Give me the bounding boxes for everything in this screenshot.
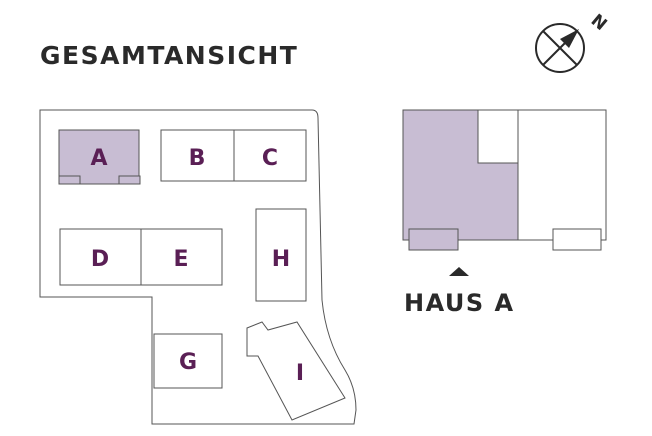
detail-plan: HAUS A — [402, 109, 607, 317]
compass-north-label: N — [587, 11, 612, 36]
page-title: GESAMTANSICHT — [40, 41, 298, 70]
compass-icon: N — [535, 11, 612, 73]
house-e-label: E — [173, 247, 188, 272]
detail-annex-selected — [408, 228, 459, 251]
house-i[interactable]: I — [246, 321, 346, 421]
house-g-shape — [153, 333, 223, 389]
house-d-label: D — [91, 247, 109, 272]
house-b-shape — [160, 129, 235, 182]
detail-label: HAUS A — [404, 289, 515, 317]
house-b[interactable]: B — [160, 129, 235, 182]
house-d[interactable]: D — [59, 228, 142, 286]
triangle-up-icon — [449, 267, 469, 276]
house-a[interactable]: A — [58, 129, 141, 185]
site-boundary — [39, 109, 357, 425]
house-e-shape — [140, 228, 223, 286]
house-a-annex-right — [118, 175, 141, 185]
house-i-shape — [246, 321, 346, 421]
house-a-shape — [58, 129, 140, 185]
house-g-label: G — [179, 350, 197, 375]
house-c-shape — [233, 129, 307, 182]
house-h-shape — [255, 208, 307, 302]
house-e[interactable]: E — [140, 228, 223, 286]
house-i-label: I — [296, 361, 304, 386]
house-h-label: H — [272, 247, 290, 272]
house-g[interactable]: G — [153, 333, 223, 389]
house-a-label: A — [90, 146, 107, 171]
house-b-label: B — [189, 146, 206, 171]
house-a-annex-left — [58, 175, 81, 185]
house-c-label: C — [262, 146, 278, 171]
house-h[interactable]: H — [255, 208, 307, 302]
house-c[interactable]: C — [233, 129, 307, 182]
detail-annex — [552, 228, 602, 251]
